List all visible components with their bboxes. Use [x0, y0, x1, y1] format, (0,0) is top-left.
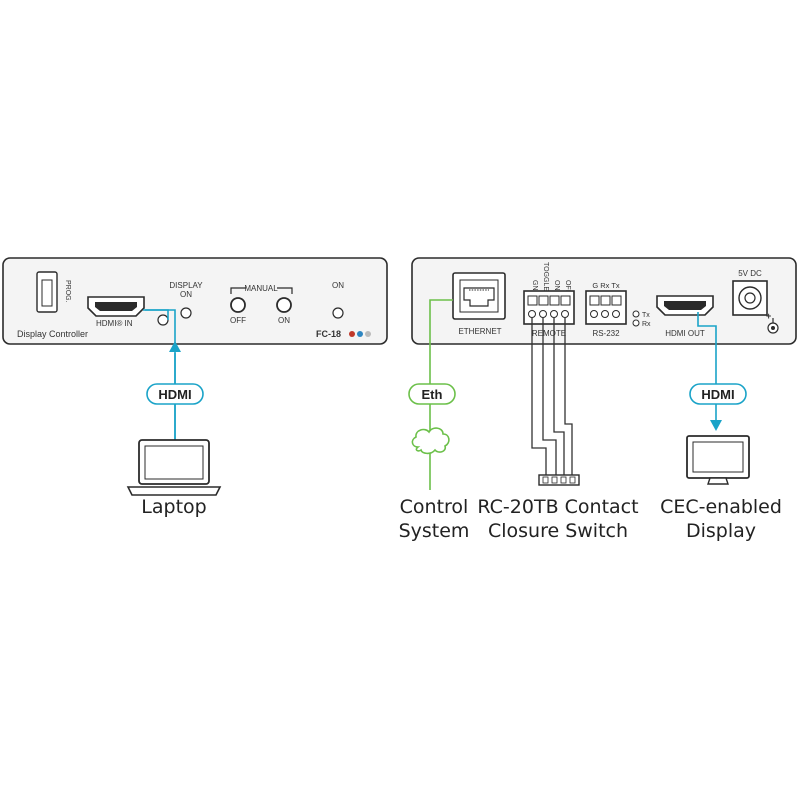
power-on-led — [332, 307, 344, 319]
eth-cable: Eth — [408, 299, 456, 490]
hdmi-in-tag-label: HDMI — [158, 387, 191, 402]
rs232-terminal-block — [585, 290, 627, 325]
cloud-icon — [411, 427, 450, 455]
hdmi-in-led — [157, 314, 169, 326]
manual-on-label: ON — [278, 316, 290, 325]
manual-bracket — [230, 287, 293, 294]
display-on-label-line2: ON — [180, 290, 192, 299]
remote-pin-on: ON — [553, 280, 560, 291]
display-monitor-icon — [686, 435, 750, 485]
polarity-icon: + — [766, 311, 779, 334]
rs232-label: RS-232 — [592, 329, 620, 338]
prog-usb-port — [36, 271, 58, 313]
eth-tag — [408, 383, 456, 405]
display-on-label-line1: DISPLAY — [169, 281, 203, 290]
hdmi-in-label: HDMI® IN — [96, 319, 133, 328]
device-name-label: Display Controller — [17, 329, 88, 339]
display-label-line1: CEC-enabled — [660, 496, 782, 518]
brand-dot-red — [349, 331, 355, 337]
manual-label: MANUAL — [244, 284, 278, 293]
laptop-icon — [126, 439, 222, 496]
power-label: 5V DC — [738, 269, 762, 278]
rs232-pins-label: G Rx Tx — [592, 281, 620, 290]
manual-off-label: OFF — [230, 316, 246, 325]
brand-dot-blue — [357, 331, 363, 337]
eth-tag-label: Eth — [422, 387, 443, 402]
brand-dot-gray — [365, 331, 371, 337]
ethernet-port — [452, 272, 506, 320]
hdmi-out-tag — [689, 383, 747, 405]
control-system-label-line2: System — [399, 520, 470, 542]
hdmi-out-arrow-icon — [710, 420, 722, 431]
hdmi-in-tag — [146, 383, 204, 405]
manual-on-button[interactable] — [276, 297, 292, 313]
switch-label-line1: RC-20TB Contact — [477, 496, 638, 518]
hdmi-out-cable: HDMI — [689, 312, 747, 431]
rx-led — [632, 319, 640, 327]
rear-panel: ETHERNET GND TOGGLE ON OFF REMOTE G Rx T… — [411, 257, 797, 345]
tx-label: Tx — [642, 312, 650, 319]
model-label: FC-18 — [316, 329, 341, 339]
power-on-label: ON — [332, 281, 344, 290]
hdmi-in-arrow-icon — [169, 341, 181, 352]
rx-label: Rx — [642, 321, 651, 328]
display-label-line2: Display — [686, 520, 756, 542]
hdmi-out-port — [656, 295, 714, 316]
remote-pin-off: OFF — [564, 280, 571, 294]
remote-pin-toggle: TOGGLE — [542, 262, 549, 291]
hdmi-out-tag-label: HDMI — [701, 387, 734, 402]
control-system-label-line1: Control — [400, 496, 469, 518]
svg-text:+: + — [766, 311, 771, 321]
display-on-led — [180, 307, 192, 319]
tx-led — [632, 310, 640, 318]
remote-pin-gnd: GND — [531, 280, 538, 296]
contact-closure-switch-icon — [538, 474, 580, 486]
remote-label: REMOTE — [532, 329, 566, 338]
manual-off-button[interactable] — [230, 297, 246, 313]
hdmi-in-port — [87, 296, 145, 317]
ethernet-label: ETHERNET — [458, 327, 501, 336]
display-controller-panel: PROG. Display Controller HDMI® IN DISPLA… — [2, 257, 388, 345]
prog-label: PROG. — [64, 280, 71, 303]
laptop-label: Laptop — [141, 496, 206, 518]
hdmi-out-label: HDMI OUT — [665, 329, 705, 338]
switch-label-line2: Closure Switch — [488, 520, 628, 542]
power-jack — [732, 280, 768, 316]
hdmi-in-cable: HDMI — [143, 309, 204, 440]
remote-wires — [531, 318, 580, 486]
